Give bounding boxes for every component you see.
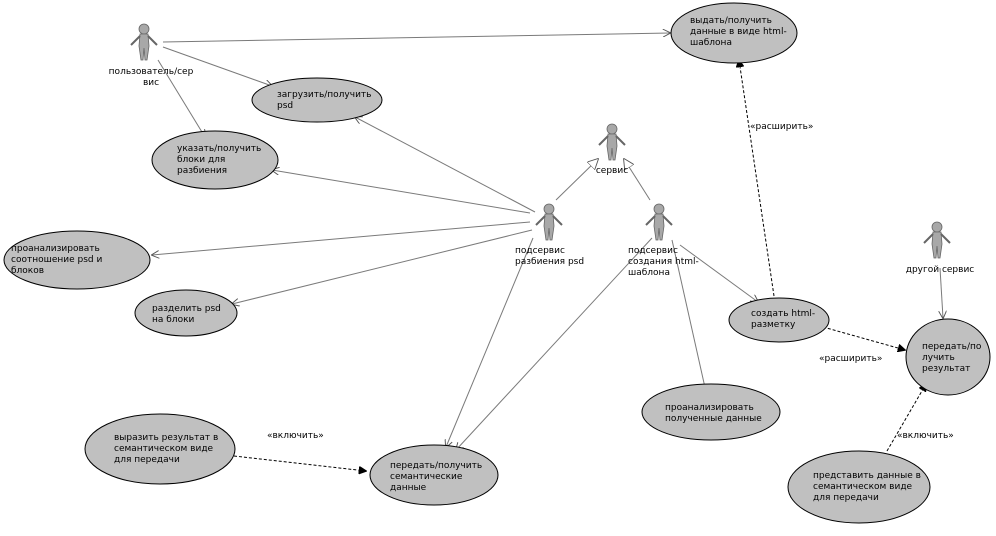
actor-user-icon[interactable]	[130, 23, 158, 61]
actor-other-service-icon[interactable]	[923, 221, 951, 259]
usecase-set-blocks[interactable]	[151, 130, 279, 190]
usecase-express-result-label: выразить результат в семантическом виде …	[114, 433, 219, 465]
usecase-transfer-semantic-label: передать/получить семантические данные	[390, 461, 483, 493]
assoc-subpsd-analyze-ratio	[152, 221, 531, 255]
actor-subservice-psd-name: подсервис разбиения psd	[515, 246, 585, 267]
actor-subservice-html-name: подсервис создания html- шаблона	[628, 246, 699, 278]
actor-user-name: пользователь/сер вис	[108, 67, 194, 88]
usecase-create-markup-label: создать html- разметку	[751, 309, 816, 330]
usecase-analyze-ratio[interactable]	[3, 230, 151, 290]
gen-subhtml-service	[624, 159, 651, 201]
actor-service-name: сервис	[595, 166, 629, 176]
assoc-user-upload-psd	[162, 46, 272, 86]
usecase-split-psd[interactable]	[134, 289, 238, 337]
usecase-express-result[interactable]	[84, 413, 236, 485]
usecase-upload-psd-label: загрузить/получить psd	[277, 90, 372, 111]
dep-extend-markup-issue	[739, 60, 775, 297]
stereotype-extend-horizontal: «расширить»	[819, 354, 883, 364]
stereotype-extend-vertical: «расширить»	[750, 122, 814, 132]
usecase-transfer-semantic[interactable]	[369, 444, 499, 506]
assoc-subpsd-upload-psd	[355, 117, 536, 213]
assoc-subpsd-set-blocks	[272, 170, 531, 214]
actor-subservice-html-icon[interactable]	[645, 203, 673, 241]
assoc-user-issue-html	[162, 33, 670, 43]
usecase-create-markup[interactable]	[728, 297, 830, 343]
usecase-analyze-ratio-label: проанализировать соотношение psd и блоко…	[11, 244, 103, 276]
assoc-user-set-blocks	[157, 59, 205, 137]
actor-other-service-name: другой сервис	[905, 265, 975, 275]
usecase-split-psd-label: разделить psd на блоки	[152, 304, 221, 325]
actor-service-icon[interactable]	[598, 123, 626, 161]
usecase-issue-html-label: выдать/получить данные в виде html- шабл…	[690, 16, 787, 48]
usecase-issue-html[interactable]	[670, 2, 798, 64]
dep-include-express-semantic	[233, 455, 366, 471]
assoc-other-transfer-result	[940, 267, 943, 318]
stereotype-include-right: «включить»	[897, 431, 954, 441]
assoc-subhtml-create-markup	[679, 244, 758, 302]
usecase-present-data-label: представить данные в семантическом виде …	[813, 471, 921, 503]
assoc-subpsd-split-psd	[232, 229, 533, 304]
usecase-upload-psd[interactable]	[251, 77, 383, 123]
gen-subpsd-service	[555, 159, 598, 201]
assoc-subpsd-transfer-semantic	[446, 237, 534, 447]
usecase-set-blocks-label: указать/получить блоки для разбиения	[177, 144, 262, 176]
usecase-analyze-data[interactable]	[641, 383, 781, 441]
assoc-subhtml-analyze-data	[671, 239, 706, 392]
usecase-transfer-result[interactable]	[905, 318, 991, 396]
usecase-present-data[interactable]	[787, 450, 931, 524]
assoc-subhtml-transfer-semantic	[456, 237, 653, 450]
actor-subservice-psd-icon[interactable]	[535, 203, 563, 241]
usecase-analyze-data-label: проанализировать полученные данные	[665, 403, 762, 424]
stereotype-include-left: «включить»	[267, 431, 324, 441]
usecase-transfer-result-label: передать/по лучить результат	[922, 342, 982, 374]
dep-include-present-result	[886, 384, 926, 452]
dep-extend-markup-result	[822, 326, 905, 350]
